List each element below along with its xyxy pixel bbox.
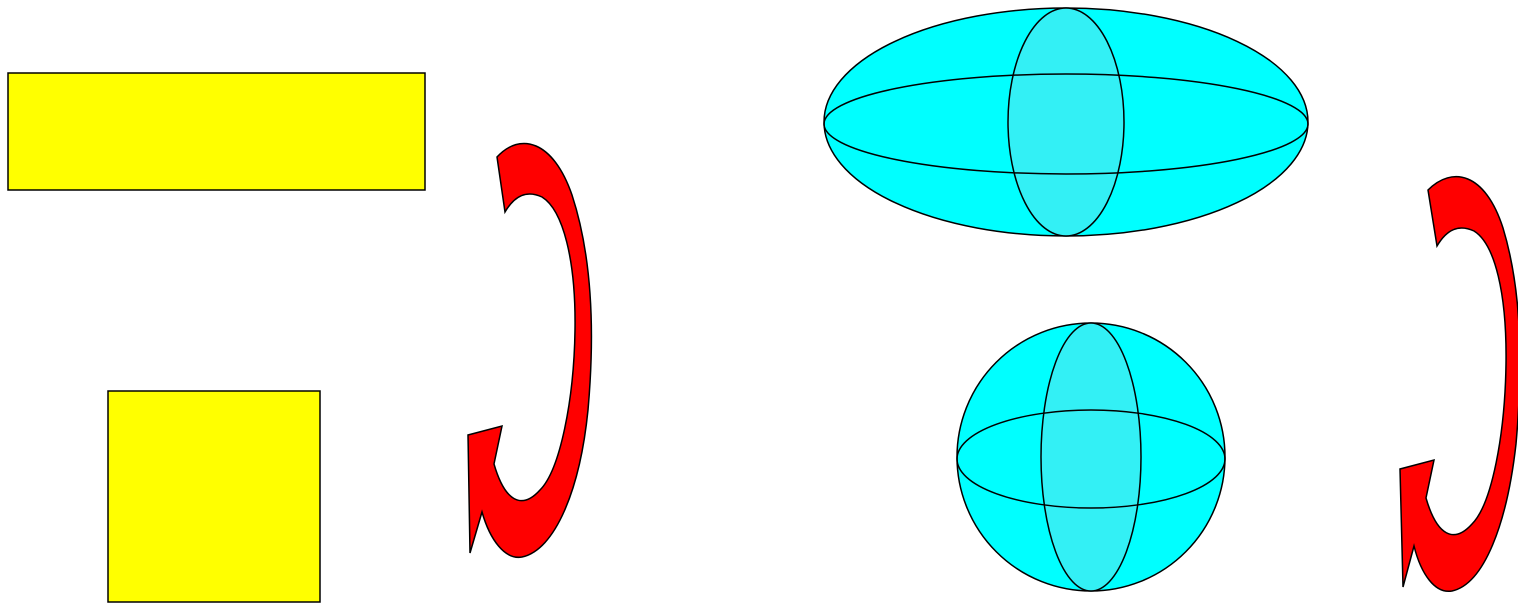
sphere-solid — [957, 323, 1225, 591]
ellipsoid-solid — [824, 8, 1308, 236]
left-panel — [8, 73, 591, 602]
rotation-arrow-icon — [468, 143, 591, 557]
right-panel — [824, 8, 1518, 591]
square-shape — [108, 391, 320, 602]
wide-rectangle-shape — [8, 73, 425, 190]
rotation-arrow-icon — [1400, 177, 1518, 592]
sphere-meridian — [1041, 323, 1141, 591]
ellipsoid-meridian — [1008, 8, 1124, 236]
